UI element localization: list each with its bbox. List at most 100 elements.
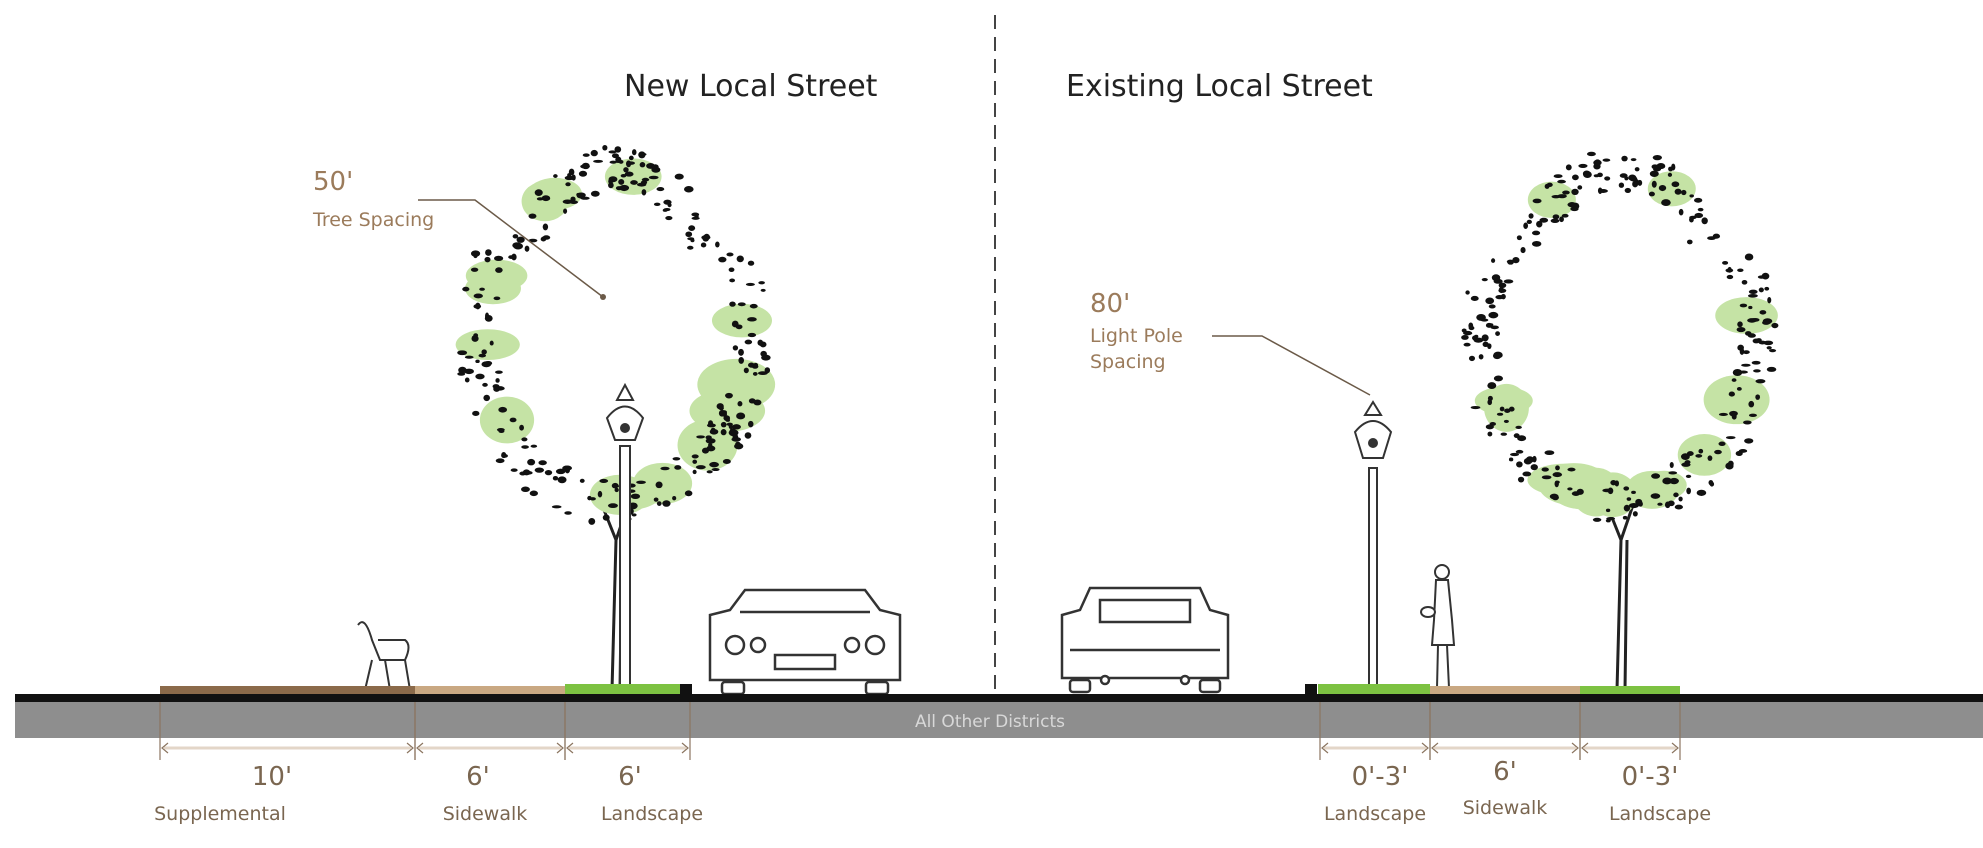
leaf-mark xyxy=(494,255,504,262)
leaf-mark xyxy=(1674,188,1682,195)
leaf-mark xyxy=(1726,274,1734,280)
leaf-mark xyxy=(1510,452,1520,457)
leaf-mark xyxy=(1520,247,1526,254)
leaf-mark xyxy=(1606,516,1616,521)
leaf-mark xyxy=(1650,493,1661,499)
dim-landscape-right1-value: 0'-3' xyxy=(1352,762,1409,792)
leaf-mark xyxy=(695,465,706,470)
leaf-mark xyxy=(508,255,514,259)
leaf-mark xyxy=(725,418,731,422)
leaf-mark xyxy=(1541,467,1549,472)
leaf-mark xyxy=(614,146,622,153)
leaf-mark xyxy=(1735,450,1743,457)
leaf-mark xyxy=(495,370,503,374)
leaf-mark xyxy=(639,162,646,168)
landscape-surface-right-1 xyxy=(1318,684,1430,694)
leaf-mark xyxy=(1488,304,1496,309)
leaf-mark xyxy=(1487,431,1493,437)
leaf-mark xyxy=(1742,350,1750,355)
leaf-mark xyxy=(530,444,538,448)
leaf-mark xyxy=(722,459,731,464)
landscape-surface-right-2 xyxy=(1580,686,1680,694)
leaf-mark xyxy=(674,173,684,180)
leaf-mark xyxy=(708,443,713,448)
leaf-mark xyxy=(738,356,745,364)
leaf-mark xyxy=(489,340,494,346)
leaf-mark xyxy=(743,367,749,374)
leaf-mark xyxy=(1623,486,1630,491)
leaf-mark xyxy=(662,208,668,212)
leaf-mark xyxy=(1744,438,1754,444)
leaf-mark xyxy=(512,242,522,249)
leaf-mark xyxy=(748,362,755,368)
leaf-mark xyxy=(1755,379,1766,384)
leaf-mark xyxy=(534,189,543,196)
leaf-mark xyxy=(1762,320,1771,325)
leaf-mark xyxy=(1622,515,1628,520)
leaf-mark xyxy=(1517,476,1525,483)
leaf-mark xyxy=(1759,310,1767,315)
leaf-mark xyxy=(457,350,468,356)
leaf-mark xyxy=(705,438,716,444)
leaf-mark xyxy=(1758,340,1767,345)
leaf-mark xyxy=(496,427,505,432)
leaf-mark xyxy=(1767,296,1772,304)
leaf-mark xyxy=(1482,341,1489,348)
leaf-mark xyxy=(1553,174,1563,179)
leaf-mark xyxy=(696,435,705,439)
leaf-mark xyxy=(1515,449,1524,454)
leaf-mark xyxy=(1753,369,1761,373)
leaf-mark xyxy=(1465,290,1470,295)
leaf-mark xyxy=(495,378,500,383)
leaf-mark xyxy=(534,467,545,473)
leaf-mark xyxy=(1593,159,1602,166)
leaf-mark xyxy=(706,470,713,474)
leaf-mark xyxy=(619,184,630,192)
leaf-mark xyxy=(1571,188,1579,196)
leaf-mark xyxy=(1515,425,1522,429)
title-existing-local-street: Existing Local Street xyxy=(1066,69,1373,104)
leaf-mark xyxy=(1725,268,1734,273)
leaf-mark xyxy=(582,153,590,157)
leaf-mark xyxy=(609,160,617,164)
leaf-mark xyxy=(728,267,735,273)
leaf-mark xyxy=(1757,275,1766,279)
leaf-mark xyxy=(481,349,487,355)
leaf-mark xyxy=(527,458,536,466)
dim-supplemental-label: Supplemental xyxy=(154,803,286,825)
leaf-mark xyxy=(1631,490,1636,494)
leaf-mark xyxy=(709,461,719,468)
leaf-mark xyxy=(475,302,481,310)
leaf-mark xyxy=(519,424,524,431)
leaf-mark xyxy=(626,161,635,165)
leaf-mark xyxy=(1554,480,1559,488)
dim-landscape-right2-label: Landscape xyxy=(1609,803,1711,825)
leaf-mark xyxy=(1626,497,1632,501)
leaf-mark xyxy=(1555,465,1560,471)
leaf-mark xyxy=(1559,216,1564,223)
leaf-mark xyxy=(563,208,568,214)
leaf-mark xyxy=(516,236,525,243)
leaf-mark xyxy=(1503,419,1509,423)
leaf-mark xyxy=(493,386,501,392)
leaf-mark xyxy=(1669,462,1674,469)
leaf-mark xyxy=(1512,257,1520,264)
foliage-patch xyxy=(455,329,520,361)
leaf-mark xyxy=(1741,279,1748,285)
leaf-mark xyxy=(1694,212,1704,219)
leaf-mark xyxy=(1481,334,1489,342)
leaf-mark xyxy=(655,481,663,489)
leaf-mark xyxy=(1729,410,1738,417)
leaf-mark xyxy=(1671,181,1680,188)
leaf-mark xyxy=(1652,154,1662,161)
leaf-mark xyxy=(608,150,617,154)
leaf-mark xyxy=(1667,500,1675,507)
landscape-surface-left xyxy=(565,684,680,694)
leaf-mark xyxy=(544,470,553,476)
leaf-mark xyxy=(538,460,547,466)
foliage-patch xyxy=(1549,466,1617,510)
sidewalk-surface-left xyxy=(415,686,565,694)
leaf-mark xyxy=(734,443,744,450)
leaf-mark xyxy=(720,421,727,428)
